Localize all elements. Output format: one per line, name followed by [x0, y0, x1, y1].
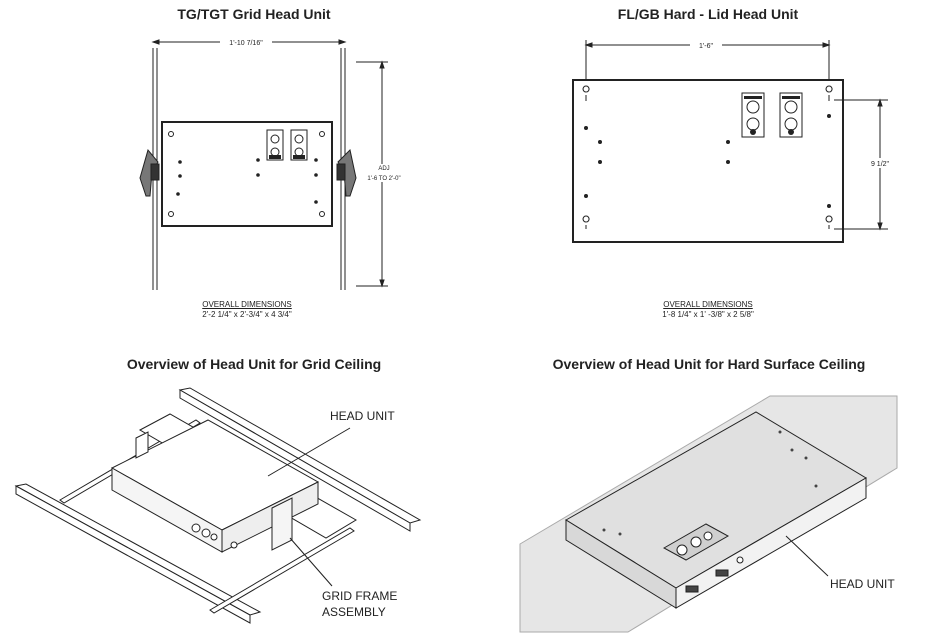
tg-overall-dimensions: OVERALL DIMENSIONS 2'-2 1/4" x 2'-3/4" x… [170, 300, 324, 320]
fl-overall-heading: OVERALL DIMENSIONS [663, 300, 753, 309]
tg-adj-label: ADJ [378, 166, 389, 172]
fl-width-dimension: 1'-6" [699, 43, 713, 50]
grid-frame-assembly-callout: GRID FRAME ASSEMBLY [322, 588, 397, 620]
hard-head-unit-callout: HEAD UNIT [830, 577, 895, 591]
fl-height-dimension: 9 1/2" [871, 161, 890, 168]
grid-frame-label-line1: GRID FRAME [322, 589, 398, 603]
tg-width-dimension: 1'-10 7/16" [229, 40, 263, 47]
tg-overall-heading: OVERALL DIMENSIONS [202, 300, 292, 309]
fl-gb-hard-lid-head-unit-title: FL/GB Hard - Lid Head Unit [617, 6, 799, 22]
tg-grid-head-unit-title: TG/TGT Grid Head Unit [177, 6, 331, 22]
tg-overall-value: 2'-2 1/4" x 2'-3/4" x 4 3/4" [202, 310, 292, 319]
hard-ceiling-overview-title: Overview of Head Unit for Hard Surface C… [552, 356, 866, 372]
grid-ceiling-overview-title: Overview of Head Unit for Grid Ceiling [126, 356, 382, 372]
fl-overall-value: 1'-8 1/4" x 1' -3/8" x 2 5/8" [662, 310, 754, 319]
grid-frame-label-line2: ASSEMBLY [322, 605, 386, 619]
grid-head-unit-callout: HEAD UNIT [330, 409, 395, 423]
tg-adj-range: 1'-6 TO 2'-0" [367, 176, 400, 182]
fl-overall-dimensions: OVERALL DIMENSIONS 1'-8 1/4" x 1' -3/8" … [630, 300, 786, 320]
